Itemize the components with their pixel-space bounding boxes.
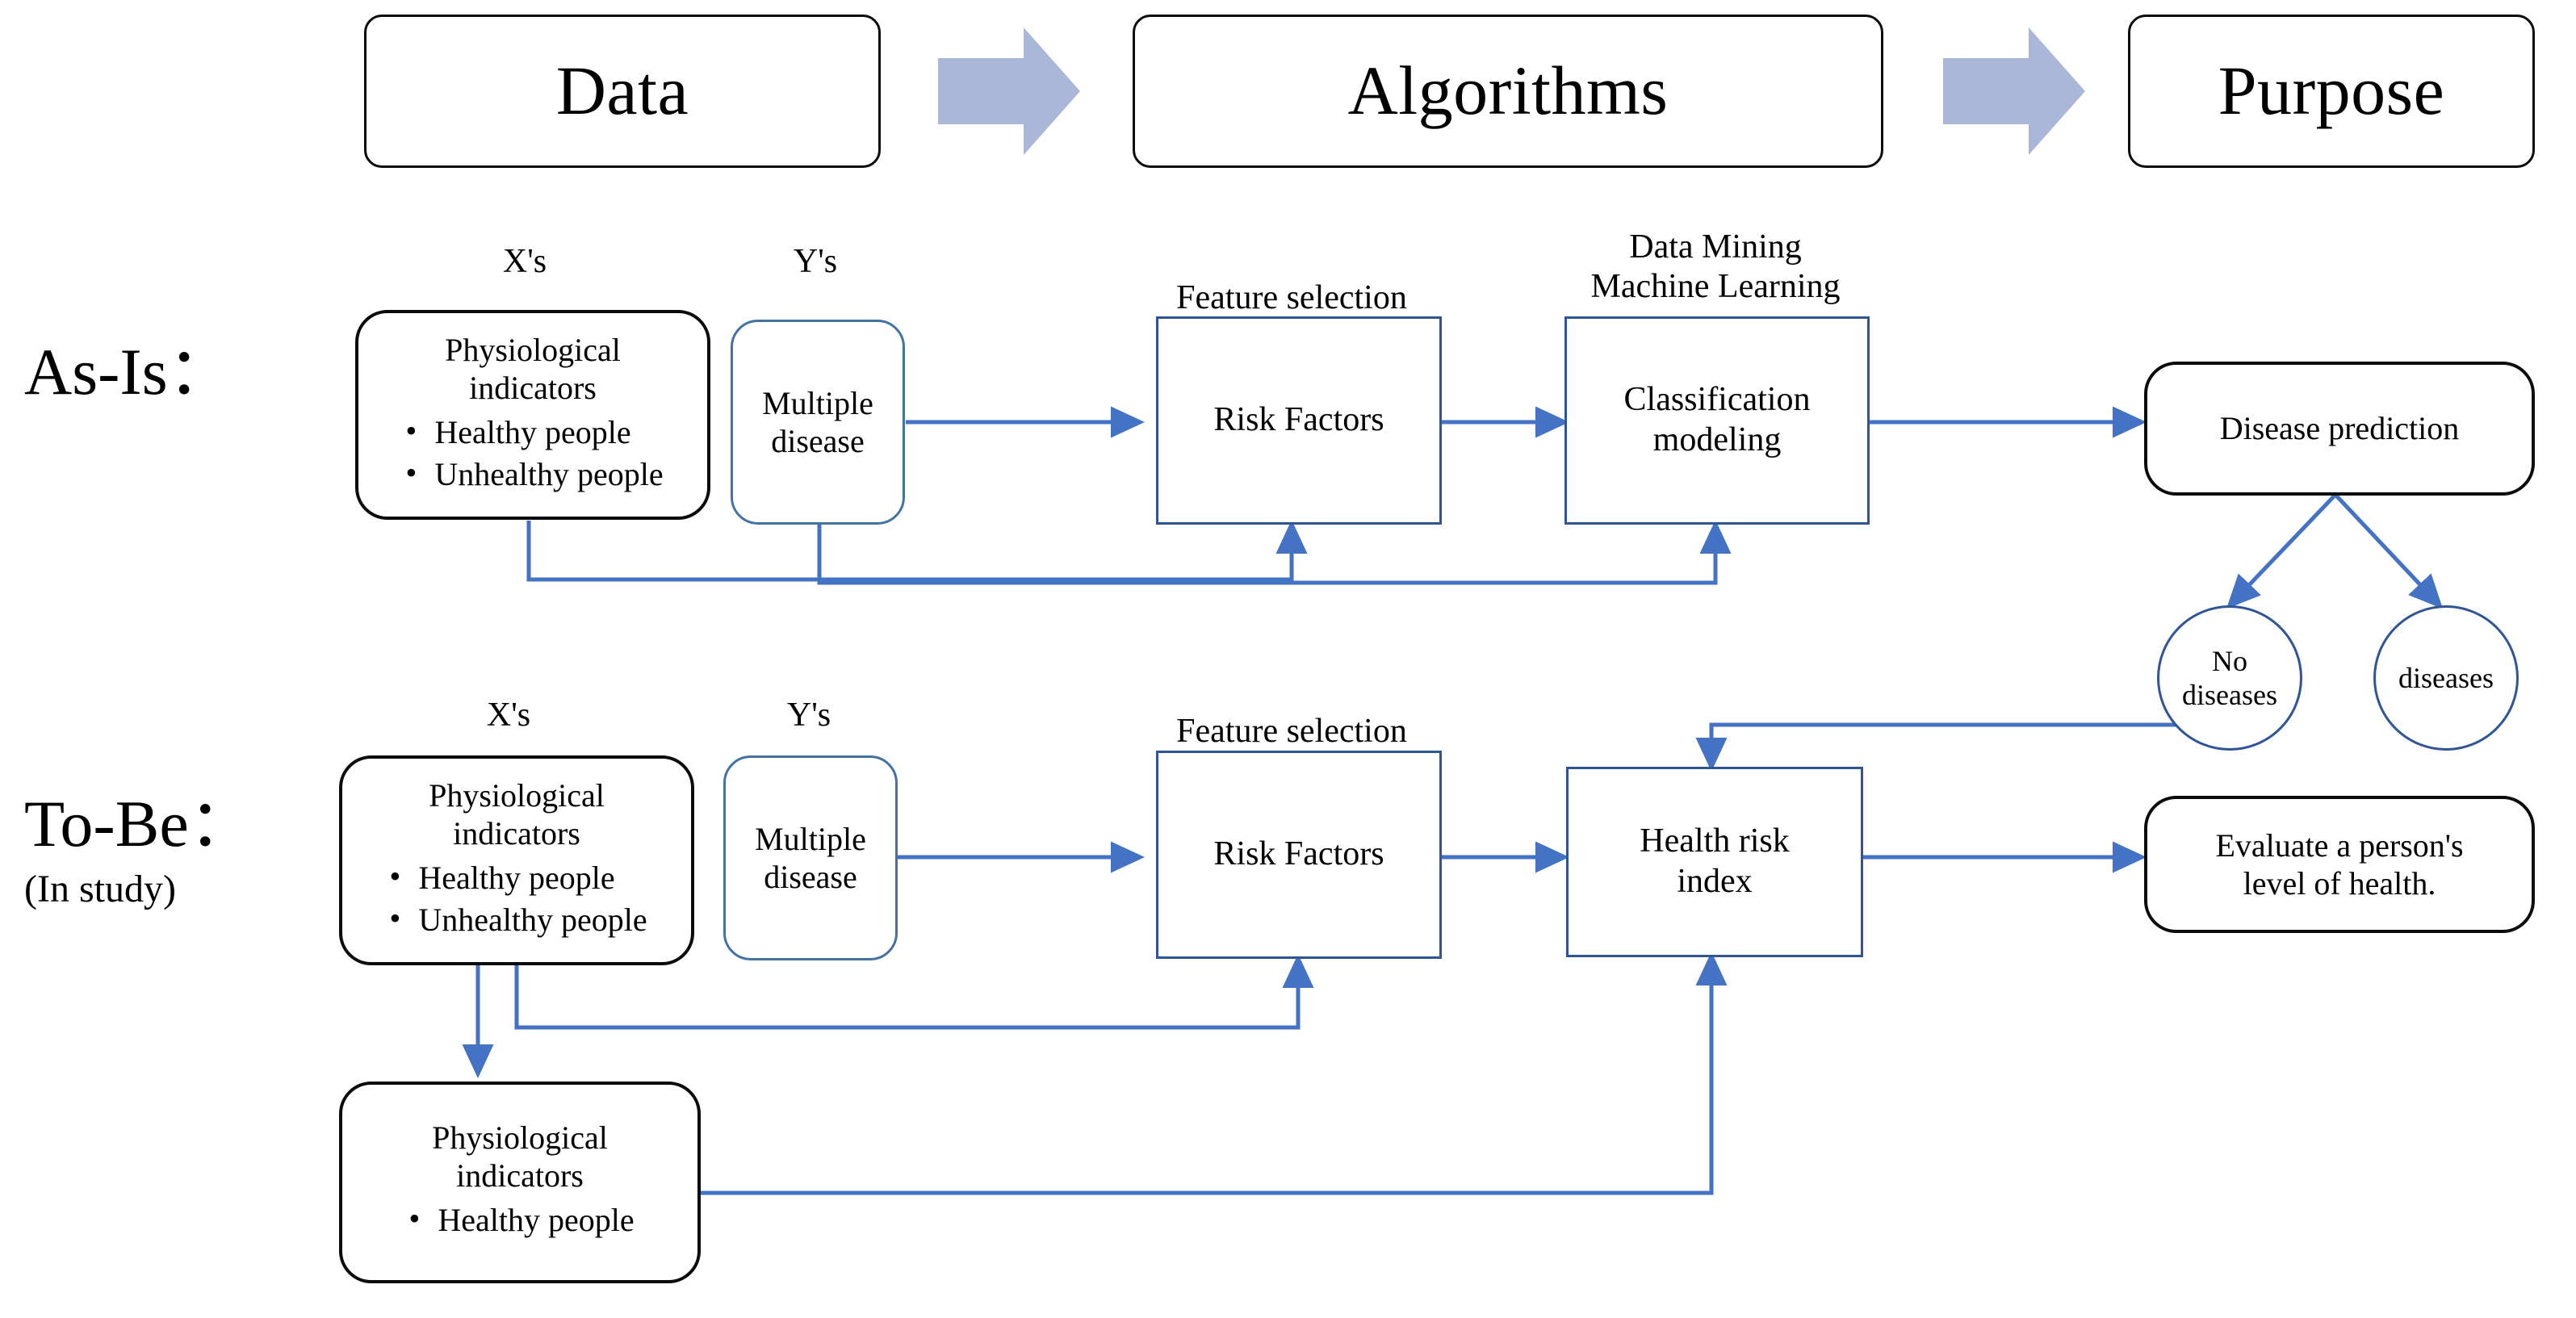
row-label-to-be-text: To-Be： <box>24 787 255 860</box>
asis-x-box-heading: Physiological <box>445 332 621 368</box>
list-item: Healthy people <box>386 856 647 899</box>
banner-data-label: Data <box>555 52 689 130</box>
tobe-health-risk-index-box: Health risk index <box>1566 767 1863 957</box>
tobe-health-risk-index-line1: Health risk <box>1640 822 1790 860</box>
tobe-evaluate-box: Evaluate a person's level of health. <box>2144 796 2535 933</box>
asis-disease-prediction-box: Disease prediction <box>2144 362 2535 496</box>
tobe-health-risk-index-line2: index <box>1677 863 1753 900</box>
wire-no-diseases-to-health-index <box>1695 694 2232 772</box>
tobe-evaluate-line1: Evaluate a person's <box>2215 826 2464 864</box>
caption-ys-as-is-text: Y's <box>793 243 838 280</box>
asis-classification-line1: Classification <box>1623 381 1811 419</box>
caption-xs-as-is-text: X's <box>502 243 547 280</box>
tobe-evaluate-line2: level of health. <box>2243 865 2436 902</box>
flow-arrow-1 <box>938 27 1080 155</box>
asis-y-box: Multiple disease <box>731 320 905 525</box>
asis-outcome-diseases: diseases <box>2373 605 2519 751</box>
caption-feature-selection-as-is-text: Feature selection <box>1176 279 1407 316</box>
asis-outcome-diseases-label: diseases <box>2398 661 2494 694</box>
wire-prediction-to-diseases <box>2334 493 2444 609</box>
wire-feedback-xbox-to-risk-asis <box>526 519 1308 582</box>
tobe-risk-factors-box: Risk Factors <box>1156 751 1442 959</box>
caption-feature-selection-to-be-text: Feature selection <box>1176 713 1407 750</box>
banner-purpose: Purpose <box>2128 15 2535 168</box>
asis-classification-line2: modeling <box>1652 421 1782 458</box>
tobe-x-box-heading2: indicators <box>453 815 580 852</box>
asis-risk-factors-label: Risk Factors <box>1213 401 1384 439</box>
asis-outcome-no-diseases-line2: diseases <box>2182 679 2277 711</box>
asis-outcome-no-diseases: No diseases <box>2157 605 2302 751</box>
tobe-x-box-bullets: Healthy people Unhealthy people <box>386 856 647 941</box>
banner-data: Data <box>364 15 881 168</box>
caption-data-mining-line2: Machine Learning <box>1590 267 1841 305</box>
caption-xs-as-is: X's <box>452 242 597 282</box>
tobe-healthy-box-bullets: Healthy people <box>405 1198 634 1241</box>
caption-ys-to-be: Y's <box>736 696 882 735</box>
row-label-as-is-text: As-Is： <box>24 335 234 408</box>
caption-xs-to-be: X's <box>436 696 581 735</box>
row-label-as-is: As-Is： <box>24 339 234 405</box>
banner-algorithms-label: Algorithms <box>1347 52 1669 130</box>
banner-algorithms: Algorithms <box>1133 15 1883 168</box>
asis-y-box-line2: disease <box>771 423 865 459</box>
caption-ys-as-is: Y's <box>743 242 888 282</box>
list-item: Healthy people <box>405 1198 634 1241</box>
tobe-y-box-line1: Multiple <box>755 820 866 857</box>
asis-classification-box: Classification modeling <box>1564 316 1870 525</box>
list-item: Unhealthy people <box>402 452 663 496</box>
wire-feedback-ybox-to-classification-asis <box>817 519 1732 585</box>
caption-feature-selection-to-be: Feature selection <box>1138 712 1445 751</box>
row-label-to-be: To-Be： (In study) <box>24 791 255 911</box>
asis-disease-prediction-label: Disease prediction <box>2219 410 2460 447</box>
list-item: Healthy people <box>402 410 663 454</box>
tobe-healthy-people-box: Physiological indicators Healthy people <box>339 1082 701 1283</box>
tobe-y-box-line2: disease <box>764 859 857 895</box>
wire-feedback-xbox-to-risk-tobe <box>514 953 1314 1030</box>
tobe-risk-factors-label: Risk Factors <box>1213 835 1384 873</box>
caption-xs-to-be-text: X's <box>486 697 531 734</box>
tobe-healthy-box-heading: Physiological <box>432 1119 608 1156</box>
banner-purpose-label: Purpose <box>2218 52 2445 130</box>
tobe-x-box-heading: Physiological <box>429 777 605 814</box>
flow-arrow-2 <box>1943 27 2085 155</box>
caption-ys-to-be-text: Y's <box>786 697 831 734</box>
asis-outcome-no-diseases-line1: No <box>2212 644 2247 677</box>
list-item: Unhealthy people <box>386 897 647 941</box>
wire-prediction-to-no-diseases <box>2226 493 2337 609</box>
wire-healthy-box-to-health-index <box>701 951 1728 1195</box>
tobe-x-box: Physiological indicators Healthy people … <box>339 755 694 965</box>
asis-y-box-line1: Multiple <box>762 384 873 421</box>
asis-x-box: Physiological indicators Healthy people … <box>355 310 710 520</box>
tobe-healthy-box-heading2: indicators <box>456 1157 584 1195</box>
asis-x-box-bullets: Healthy people Unhealthy people <box>402 410 663 496</box>
asis-risk-factors-box: Risk Factors <box>1156 316 1442 525</box>
caption-data-mining-line1: Data Mining <box>1629 228 1802 266</box>
row-label-to-be-sub: (In study) <box>24 868 176 910</box>
asis-x-box-heading2: indicators <box>469 370 597 407</box>
caption-data-mining-as-is: Data Mining Machine Learning <box>1542 228 1889 306</box>
tobe-y-box: Multiple disease <box>723 755 898 960</box>
caption-feature-selection-as-is: Feature selection <box>1138 278 1445 318</box>
